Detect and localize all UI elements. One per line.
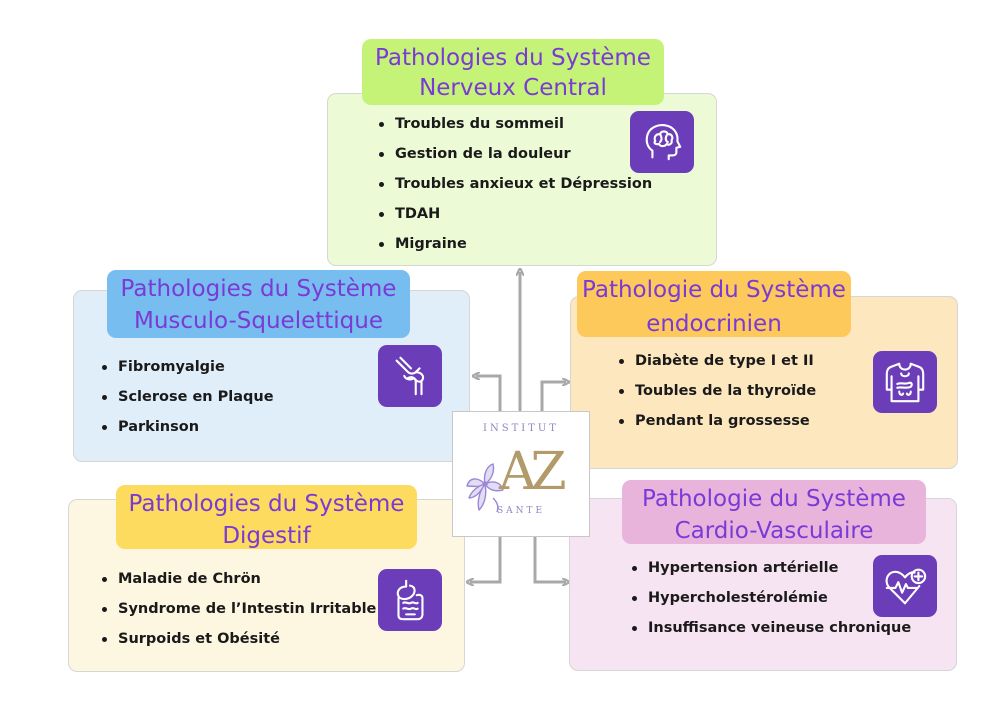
list-item: Maladie de Chrön [102,564,376,594]
cardio-title-line1: Pathologie du Système [642,486,906,512]
musculo-title-line1: Pathologies du Système [120,276,397,302]
list-item: Sclerose en Plaque [102,382,274,412]
arrow-to-musculo [476,376,502,411]
nervous-list: Troubles du sommeil Gestion de la douleu… [379,109,652,259]
lily-flower-icon [466,463,504,513]
arrow-to-cardio [533,537,566,582]
list-item: Hypertension artérielle [632,553,911,583]
list-item: Troubles du sommeil [379,109,652,139]
body-glands-icon [873,351,937,413]
logo-bottom-text: SANTE [496,506,546,516]
institut-az-sante-logo: INSTITUT AZ SANTE [452,411,590,537]
list-item: Syndrome de l’Intestin Irritable [102,594,376,624]
endocrine-list: Diabète de type I et II Toubles de la th… [619,346,816,436]
list-item: Parkinson [102,412,274,442]
endocrine-title: Pathologie du Système endocrinien [577,271,851,337]
endocrine-title-line1: Pathologie du Système [582,277,846,303]
endocrine-title-line2: endocrinien [646,311,782,337]
list-item: Surpoids et Obésité [102,624,376,654]
musculo-list: Fibromyalgie Sclerose en Plaque Parkinso… [102,352,274,442]
musculo-title: Pathologies du Système Musculo-Squeletti… [107,270,410,338]
list-item: Diabète de type I et II [619,346,816,376]
logo-top-text: INSTITUT [483,423,559,434]
list-item: TDAH [379,199,652,229]
list-item: Gestion de la douleur [379,139,652,169]
list-item: Migraine [379,229,652,259]
list-item: Hypercholestérolémie [632,583,911,613]
cardio-title-line2: Cardio-Vasculaire [674,518,874,544]
brain-head-icon [630,111,694,173]
nervous-title-line1: Pathologies du Système [375,45,651,71]
digestive-title-line1: Pathologies du Système [128,491,405,517]
knee-joint-icon [378,345,442,407]
list-item: Pendant la grossesse [619,406,816,436]
digestive-list: Maladie de Chrön Syndrome de l’Intestin … [102,564,376,654]
digestive-title: Pathologies du Système Digestif [116,485,417,549]
list-item: Fibromyalgie [102,352,274,382]
cardio-list: Hypertension artérielle Hypercholestérol… [632,553,911,643]
list-item: Troubles anxieux et Dépression [379,169,652,199]
nervous-title-line2: Nerveux Central [419,75,607,101]
list-item: Insuffisance veineuse chronique [632,613,911,643]
heart-pulse-icon [873,555,937,617]
musculo-title-line2: Musculo-Squelettique [133,308,384,334]
logo-letters: AZ [499,442,567,502]
list-item: Toubles de la thyroïde [619,376,816,406]
digestive-title-line2: Digestif [222,523,311,549]
cardio-title: Pathologie du Système Cardio-Vasculaire [622,480,926,544]
arrow-to-endocrine [540,382,566,411]
nervous-title: Pathologies du Système Nerveux Central [362,39,664,105]
arrow-to-digestive [470,537,502,582]
digestive-system-icon [378,569,442,631]
